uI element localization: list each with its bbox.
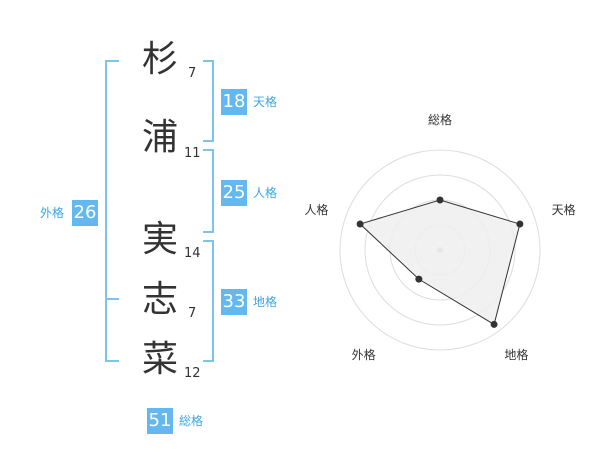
radar-point: [436, 196, 444, 204]
tenkaku-bracket: [203, 60, 214, 142]
radar-point: [516, 220, 524, 228]
name-char-3: 実: [142, 219, 179, 260]
soukaku-score: 51: [147, 408, 173, 434]
radar-axis-label: 外格: [352, 347, 376, 362]
gaikaku-bracket-split: [105, 298, 119, 300]
radar-axis-label: 総格: [428, 112, 452, 127]
tenkaku-score: 18: [221, 89, 247, 115]
stroke-count-2: 11: [184, 146, 201, 161]
gaikaku-bracket: [105, 60, 119, 362]
name-char-2: 浦: [142, 117, 179, 158]
chikaku-bracket: [203, 240, 214, 362]
chikaku-label: 地格: [253, 295, 278, 309]
stroke-count-3: 14: [184, 246, 201, 261]
jinkaku-bracket: [203, 149, 214, 233]
jinkaku-score: 25: [221, 180, 247, 206]
gaikaku-label: 外格: [40, 206, 65, 220]
radar-ring: [364, 174, 516, 326]
name-char-5: 菜: [142, 339, 179, 380]
gaikaku-score: 26: [72, 200, 98, 226]
stroke-count-4: 7: [188, 306, 197, 321]
radar-point: [415, 275, 423, 283]
chikaku-score: 33: [221, 289, 247, 315]
name-char-1: 杉: [142, 39, 179, 80]
soukaku-label: 総格: [179, 414, 204, 428]
radar-axis-label: 人格: [304, 202, 328, 217]
radar-point: [356, 220, 364, 228]
radar-points: [356, 196, 524, 328]
name-char-4: 志: [142, 279, 179, 320]
radar-axis-label: 天格: [552, 202, 576, 217]
stroke-count-1: 7: [188, 66, 197, 81]
radar-axis-label: 地格: [504, 347, 528, 362]
stroke-count-5: 12: [184, 366, 201, 381]
tenkaku-label: 天格: [253, 95, 278, 109]
radar-point: [490, 320, 498, 328]
radar-shape: [359, 199, 521, 326]
jinkaku-label: 人格: [253, 186, 278, 200]
